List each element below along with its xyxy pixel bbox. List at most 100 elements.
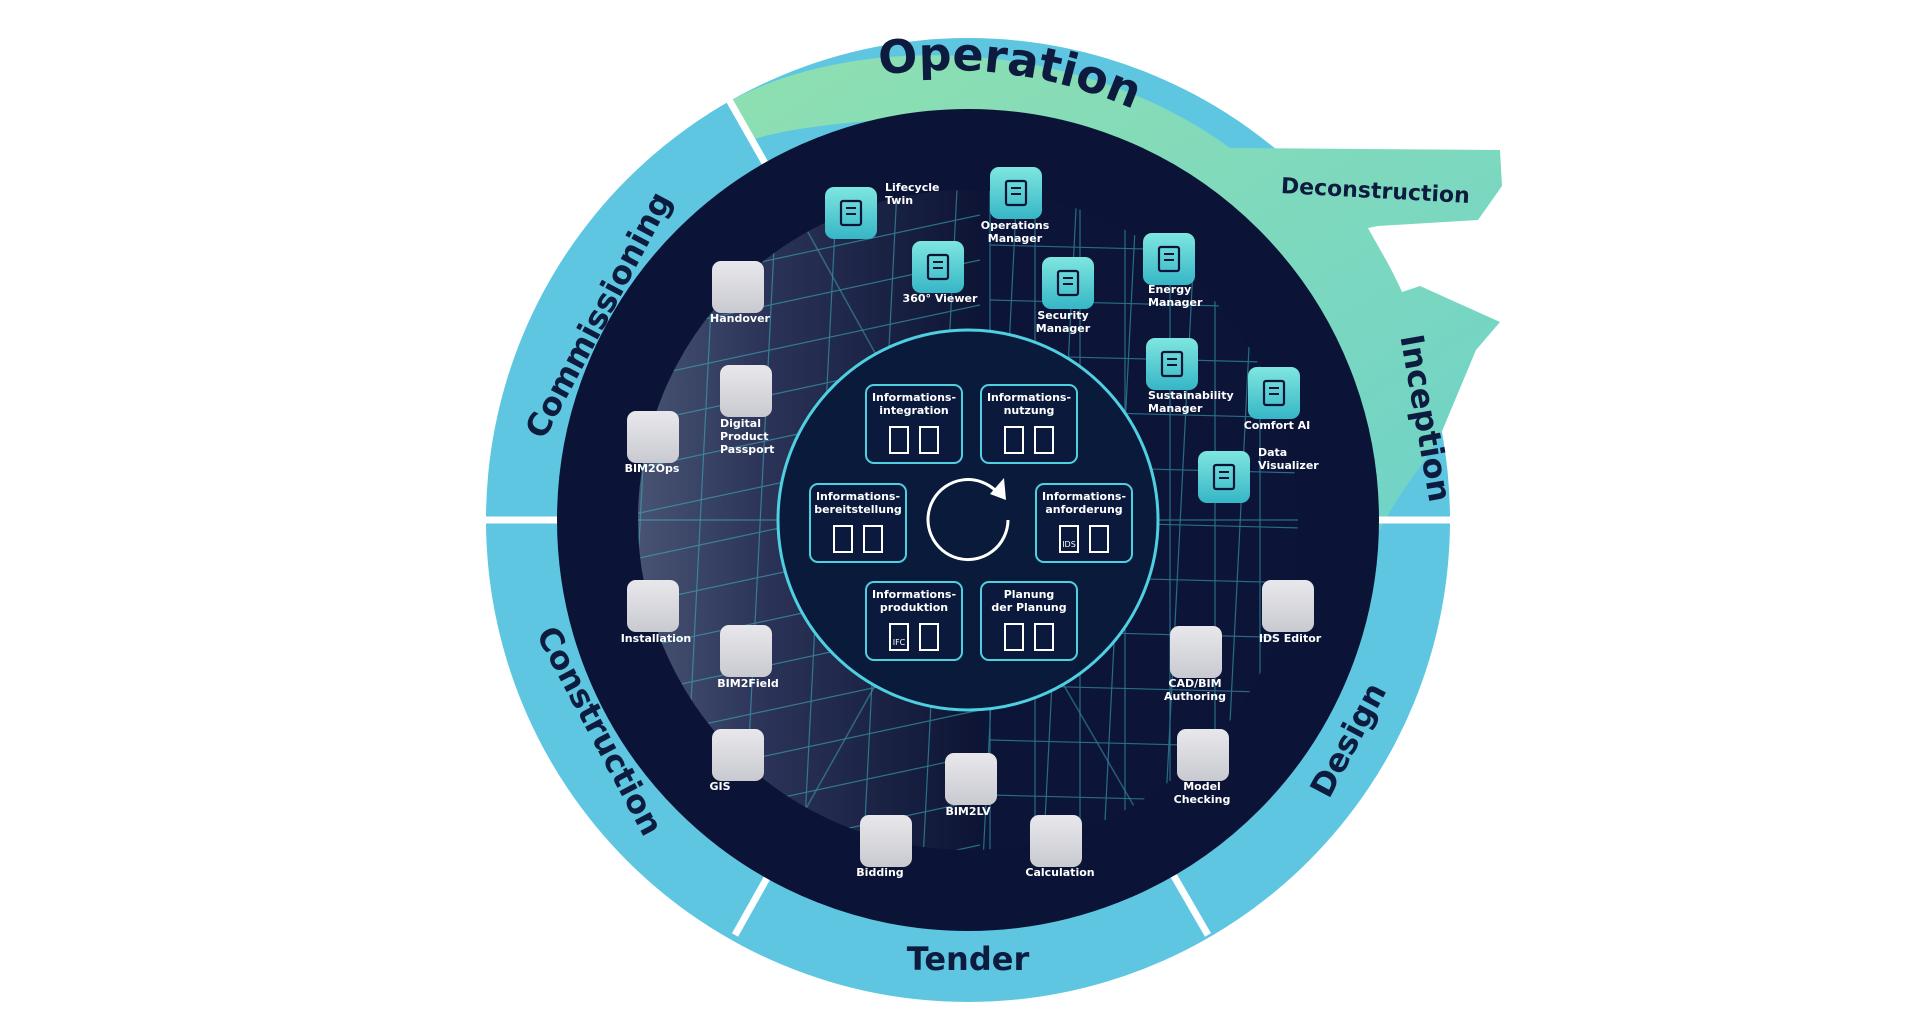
building-pin-icon	[1004, 179, 1028, 207]
app-label: IDS Editor	[1259, 632, 1322, 645]
center-box-bereitstellung: Informations-bereitstellung	[809, 483, 907, 563]
cube-icon	[926, 253, 950, 281]
app-label: Visualizer	[1258, 459, 1319, 472]
app-tile[interactable]	[1030, 815, 1082, 867]
app-tile[interactable]	[712, 261, 764, 313]
center-box-integration: Informations-integration	[865, 384, 963, 464]
app-tile[interactable]	[627, 411, 679, 463]
app-label: Installation	[621, 632, 692, 645]
app-tile[interactable]	[720, 365, 772, 417]
building-cycle-icon	[839, 199, 863, 227]
app-label: BIM2Ops	[625, 462, 680, 475]
center-box-label: produktion	[880, 601, 948, 614]
app-label: Checking	[1174, 793, 1231, 806]
app-tile[interactable]	[860, 815, 912, 867]
globe-icon	[1262, 379, 1286, 407]
app-bim2field[interactable]: BIM2Field	[717, 625, 779, 690]
app-handover[interactable]: Handover	[710, 261, 771, 325]
app-label: BIM2Field	[717, 677, 778, 690]
app-bim2ops[interactable]: BIM2Ops	[625, 411, 680, 475]
app-tile[interactable]	[712, 729, 764, 781]
center-box-glyph: IDS	[1059, 525, 1109, 553]
center-box-label: Informations-	[872, 391, 956, 404]
app-label: Manager	[1148, 296, 1203, 309]
app-label: Digital	[720, 417, 761, 430]
app-label: Sustainability	[1148, 389, 1234, 402]
phase-tender: Tender	[907, 940, 1030, 978]
app-label: Product	[720, 430, 769, 443]
app-calculation[interactable]: Calculation	[1025, 815, 1095, 879]
app-label: Comfort AI	[1244, 419, 1311, 432]
app-label: 360° Viewer	[903, 292, 978, 305]
leaf-cycle-icon	[1157, 245, 1181, 273]
app-bidding[interactable]: Bidding	[856, 815, 912, 879]
app-comfort-ai[interactable]: Comfort AI	[1244, 367, 1311, 432]
center-box-glyph	[1004, 426, 1054, 454]
app-label: Data	[1258, 446, 1287, 459]
app-tile[interactable]	[1262, 580, 1314, 632]
app-label: Lifecycle	[885, 181, 939, 194]
eye-chart-icon	[1212, 463, 1236, 491]
app-installation[interactable]: Installation	[621, 580, 692, 645]
center-box-glyph	[889, 426, 939, 454]
center-box-glyph	[1004, 623, 1054, 651]
app-label: Authoring	[1164, 690, 1226, 703]
center-box-label: Informations-	[1042, 490, 1126, 503]
center-box-label: Informations-	[816, 490, 900, 503]
leaves-icon	[1160, 350, 1184, 378]
app-tile[interactable]	[1170, 626, 1222, 678]
app-ids-editor[interactable]: IDS Editor	[1259, 580, 1322, 645]
app-label: Passport	[720, 443, 774, 456]
center-box-label: integration	[879, 404, 948, 417]
center-box-label: Planung	[1004, 588, 1055, 601]
app-tile[interactable]	[720, 625, 772, 677]
center-box-label: Informations-	[872, 588, 956, 601]
ifc-badge: IFC	[893, 638, 906, 647]
app-tile[interactable]	[1177, 729, 1229, 781]
app-label: Twin	[885, 194, 913, 207]
building-shield-icon	[1056, 269, 1080, 297]
app-tile[interactable]	[945, 753, 997, 805]
app-viewer-360[interactable]: 360° Viewer	[903, 241, 978, 305]
app-bim2lv[interactable]: BIM2LV	[945, 753, 997, 818]
app-label: Manager	[1036, 322, 1091, 335]
app-label: Manager	[988, 232, 1043, 245]
center-box-glyph: IFC	[889, 623, 939, 651]
ids-badge: IDS	[1062, 540, 1076, 549]
center-box-glyph	[833, 525, 883, 553]
app-tile[interactable]	[627, 580, 679, 632]
app-gis[interactable]: GIS	[709, 729, 764, 793]
app-label: Energy	[1148, 283, 1191, 296]
app-label: Security	[1037, 309, 1088, 322]
center-box-label: anforderung	[1045, 503, 1122, 516]
app-label: Model	[1183, 780, 1221, 793]
app-label: Operations	[981, 219, 1050, 232]
center-box-nutzung: Informations-nutzung	[980, 384, 1078, 464]
app-label: Manager	[1148, 402, 1203, 415]
app-label: Bidding	[856, 866, 903, 879]
app-label: Handover	[710, 312, 771, 325]
app-label: BIM2LV	[945, 805, 991, 818]
center-box-label: Informations-	[987, 391, 1071, 404]
app-label: CAD/BIM	[1168, 677, 1221, 690]
app-label: GIS	[709, 780, 730, 793]
refresh-icon	[926, 478, 1010, 562]
app-label: Calculation	[1025, 866, 1094, 879]
center-box-label: bereitstellung	[814, 503, 902, 516]
center-box-label: nutzung	[1004, 404, 1055, 417]
operation-swoosh	[728, 55, 1502, 531]
